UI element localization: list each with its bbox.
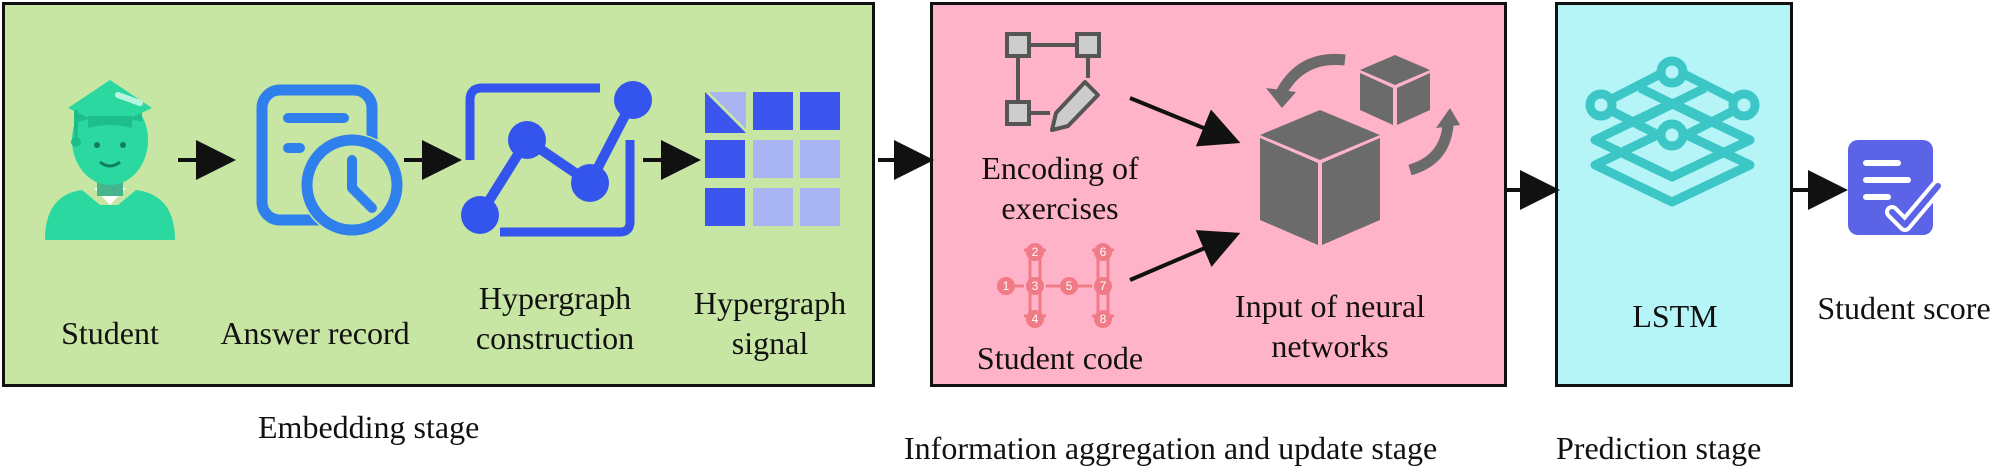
hypergraph-signal-icon <box>705 92 840 226</box>
code-number: 3 <box>1032 279 1039 293</box>
student-label: Student <box>61 315 159 351</box>
student-score-label: Student score <box>1817 290 1991 326</box>
code-number: 4 <box>1032 312 1039 326</box>
code-number: 2 <box>1032 245 1039 259</box>
code-number: 7 <box>1100 279 1107 293</box>
lstm-icon <box>1585 56 1760 207</box>
flow-arrows <box>178 96 1848 282</box>
embedding-stage-label: Embedding stage <box>258 409 480 445</box>
student-score-icon <box>1848 140 1945 235</box>
exercise-encoding-icon <box>1005 32 1101 132</box>
student-code-icon: 1 2 3 4 5 6 7 8 <box>997 243 1114 328</box>
student-icon <box>45 80 175 240</box>
hypergraph-construction-label: Hypergraph construction <box>475 280 635 356</box>
arrow-encoding-to-neural <box>1129 96 1241 147</box>
arrow-code-to-neural <box>1129 230 1241 282</box>
code-number: 6 <box>1100 245 1107 259</box>
hypergraph-signal-label: Hypergraph signal <box>693 285 847 361</box>
neural-input-label: Input of neural networks <box>1234 288 1426 364</box>
prediction-stage-label: Prediction stage <box>1556 430 1762 466</box>
encoding-of-exercises-label: Encoding of exercises <box>981 150 1139 226</box>
code-number: 5 <box>1066 279 1073 293</box>
answer-record-icon <box>256 84 404 237</box>
student-code-label: Student code <box>976 340 1144 376</box>
answer-record-label: Answer record <box>220 315 410 351</box>
hypergraph-construction-icon <box>461 81 652 237</box>
code-number: 8 <box>1100 312 1107 326</box>
lstm-label: LSTM <box>1632 298 1718 334</box>
code-number: 1 <box>1003 279 1010 293</box>
aggregation-stage-label: Information aggregation and update stage <box>904 430 1438 466</box>
neural-cube-icon <box>1260 53 1460 245</box>
